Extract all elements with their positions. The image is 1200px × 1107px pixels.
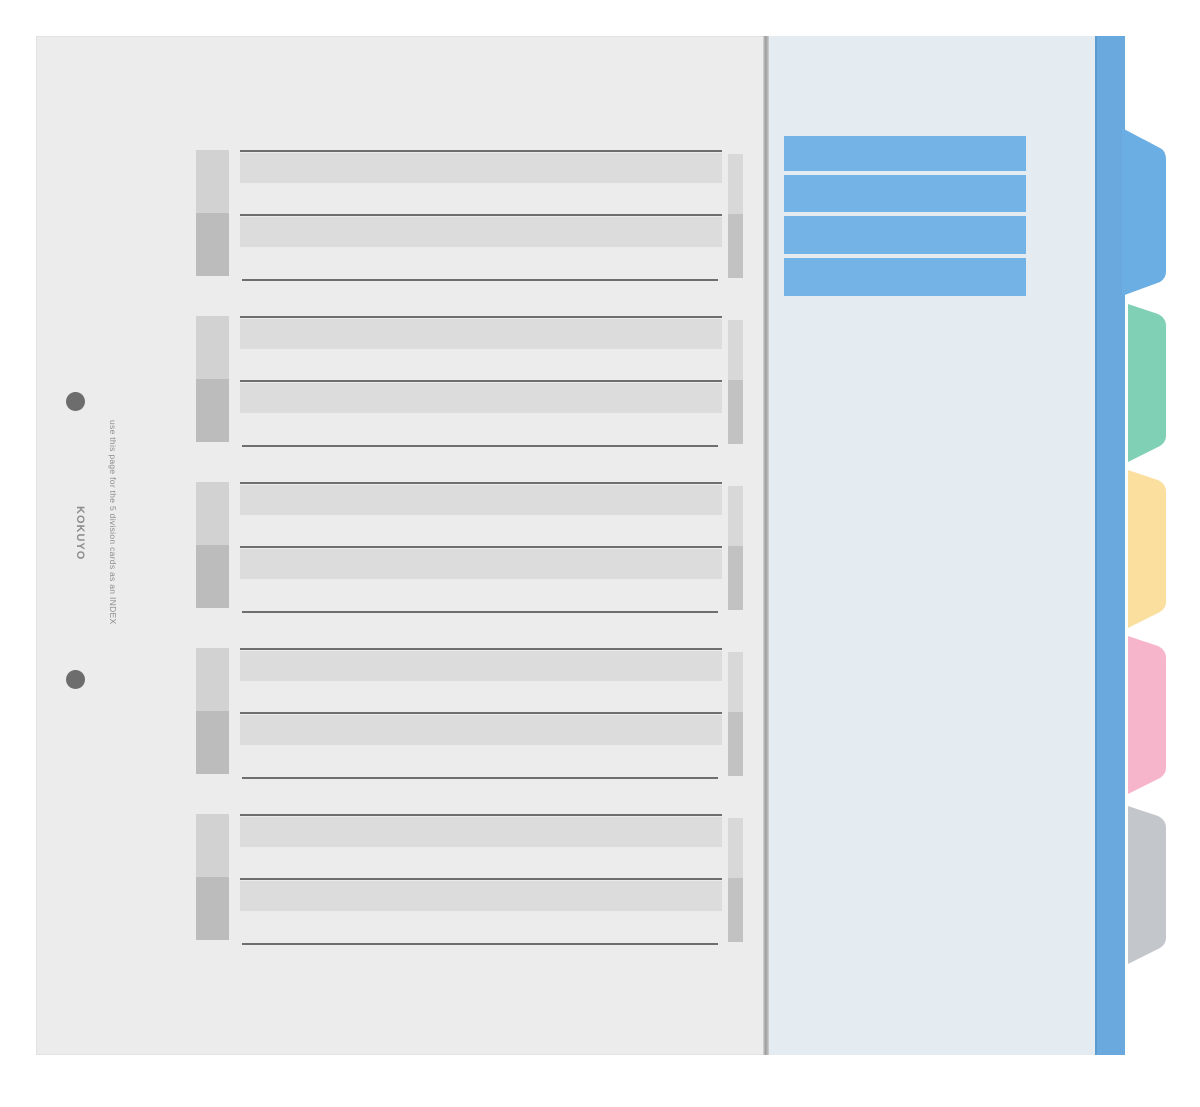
label-row	[240, 715, 722, 745]
label-square-top	[196, 150, 229, 213]
rule-line	[240, 316, 722, 318]
rule-line	[240, 380, 722, 382]
label-square-top	[196, 482, 229, 545]
side-bar-top	[728, 486, 743, 546]
label-square-bottom	[196, 545, 229, 608]
label-row	[240, 881, 722, 911]
rule-line	[240, 814, 722, 816]
label-square-top	[196, 814, 229, 877]
side-bar-bottom	[728, 878, 743, 942]
tab-green[interactable]	[1128, 304, 1166, 462]
label-row	[240, 153, 722, 183]
label-row	[240, 217, 722, 247]
rule-line	[240, 482, 722, 484]
side-bar-bottom	[728, 546, 743, 610]
rule-line	[242, 777, 718, 779]
sheet-fold	[763, 36, 769, 1055]
brand-logo: KOKUYO	[74, 506, 86, 561]
rule-line	[242, 943, 718, 945]
index-instruction: use this page for the 5 division cards a…	[108, 420, 118, 625]
side-bar-top	[728, 818, 743, 878]
label-square-bottom	[196, 379, 229, 442]
label-row	[240, 549, 722, 579]
side-bar-top	[728, 652, 743, 712]
binder-hole-top	[66, 392, 85, 411]
side-bar-bottom	[728, 214, 743, 278]
blue-divider-edge	[1095, 36, 1125, 1055]
tab-yellow[interactable]	[1128, 470, 1166, 628]
title-stripe	[784, 136, 1026, 171]
title-stripe	[784, 258, 1026, 296]
label-row	[240, 319, 722, 349]
label-square-bottom	[196, 213, 229, 276]
rule-line	[240, 878, 722, 880]
index-tabs	[1122, 128, 1166, 964]
side-bar-top	[728, 320, 743, 380]
label-row	[240, 485, 722, 515]
rule-line	[242, 279, 718, 281]
tab-blue[interactable]	[1122, 128, 1166, 296]
label-row	[240, 383, 722, 413]
tab-gray[interactable]	[1128, 806, 1166, 964]
rule-line	[240, 546, 722, 548]
rule-line	[242, 611, 718, 613]
title-stripe	[784, 216, 1026, 254]
label-square-bottom	[196, 711, 229, 774]
binder-hole-bottom	[66, 670, 85, 689]
side-bar-bottom	[728, 380, 743, 444]
label-square-top	[196, 648, 229, 711]
label-row	[240, 651, 722, 681]
label-square-top	[196, 316, 229, 379]
rule-line	[240, 648, 722, 650]
label-row	[240, 817, 722, 847]
tab-pink[interactable]	[1128, 636, 1166, 794]
rule-line	[240, 214, 722, 216]
side-bar-bottom	[728, 712, 743, 776]
side-bar-top	[728, 154, 743, 214]
rule-line	[240, 712, 722, 714]
title-stripe	[784, 175, 1026, 212]
rule-line	[242, 445, 718, 447]
label-square-bottom	[196, 877, 229, 940]
rule-line	[240, 150, 722, 152]
